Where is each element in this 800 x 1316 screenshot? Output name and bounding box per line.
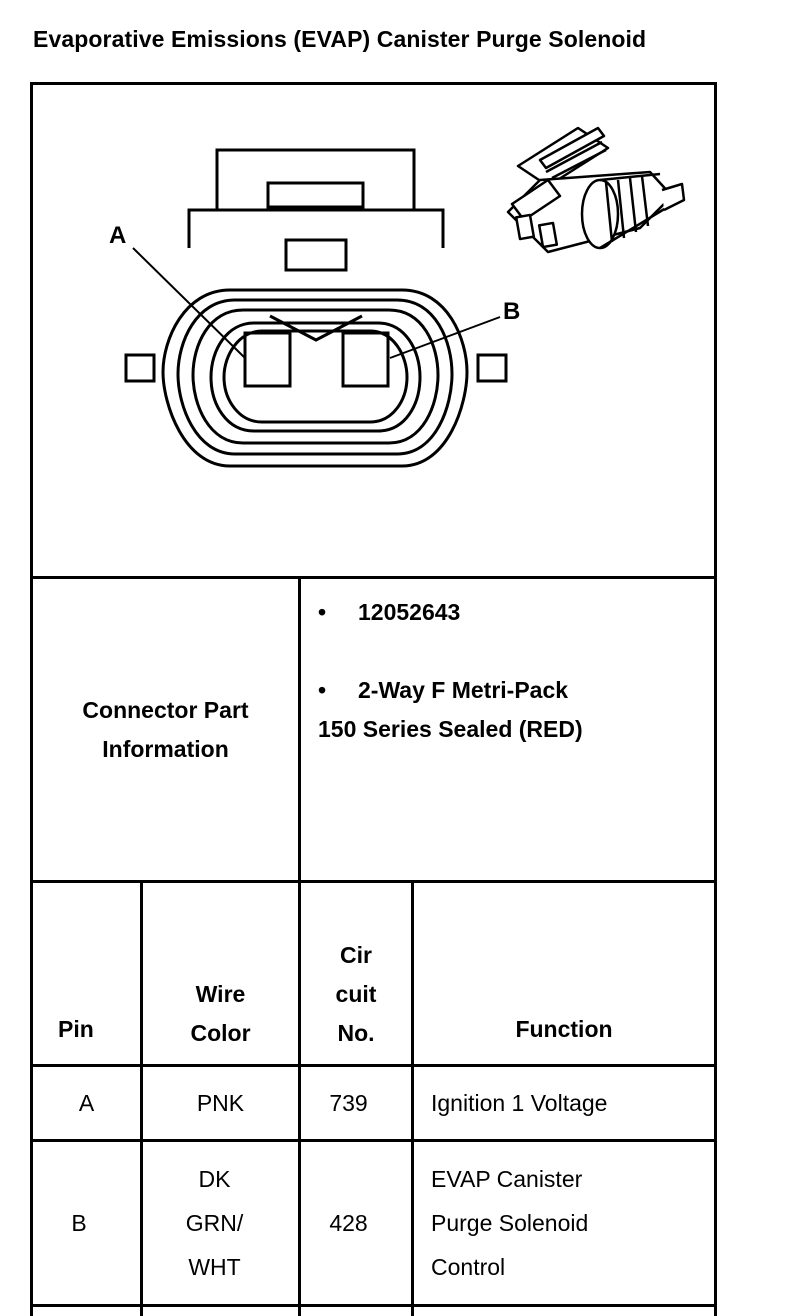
bullet-icon: • [318,599,327,625]
header-circuit-number: Cir cuit No. [301,936,411,1053]
table-border-left [30,82,33,1316]
header-circuit-line1: Cir [340,942,372,968]
divider-header [30,880,717,883]
part-number: 12052643 [358,599,461,625]
row-b-wire-line1: DK [198,1166,231,1192]
row-a-function: Ignition 1 Voltage [431,1089,608,1116]
divider-header-bottom [30,1064,717,1067]
divider-row-b [30,1304,717,1307]
description-line1: 2-Way F Metri-Pack [358,677,569,703]
table-border-right [714,82,717,1316]
pin-label-a: A [109,222,127,249]
divider-col-wire [298,880,301,1316]
connector-info-label-line2: Information [102,735,229,762]
header-wire-color-line2: Color [190,1020,251,1046]
divider-col-circuit [411,880,414,1316]
row-a-wire-color: PNK [196,1089,245,1116]
row-b-wire-line3: WHT [188,1254,241,1280]
description-row: • 2-Way F Metri-Pack [318,677,568,704]
header-function: Function [515,1016,613,1042]
row-b-function-line2: Purge Solenoid [431,1210,589,1236]
page-title: Evaporative Emissions (EVAP) Canister Pu… [33,26,647,52]
table-border-top [30,82,717,85]
header-wire-color-line1: Wire [195,981,246,1007]
row-b-function-line3: Control [431,1254,506,1280]
row-b-wire-color: DK GRN/ WHT [143,1142,286,1304]
row-b-function: EVAP Canister Purge Solenoid Control [431,1142,588,1304]
description-line2: 150 Series Sealed (RED) [318,716,583,742]
connector-info-label: Connector Part Information [33,579,298,880]
row-b-circuit: 428 [329,1209,368,1236]
divider-connector-info [298,576,301,882]
header-circuit-line3: No. [337,1020,375,1046]
header-pin: Pin [58,1016,94,1042]
row-b-pin: B [71,1209,87,1236]
header-circuit-line2: cuit [335,981,377,1007]
row-a-pin: A [78,1089,95,1116]
divider-col-pin [140,880,143,1316]
part-number-row: • 12052643 [318,599,460,626]
header-wire-color: Wire Color [143,975,298,1053]
row-a-circuit: 739 [329,1089,368,1116]
row-b-wire-line2: GRN/ [185,1210,244,1236]
divider-row-a [30,1139,717,1142]
pin-label-b: B [503,298,521,325]
bullet-icon: • [318,677,327,703]
connector-info-label-line1: Connector Part [82,696,249,723]
connector-face-diagram [124,126,686,468]
divider-diagram [30,576,717,579]
row-b-function-line1: EVAP Canister [431,1166,583,1192]
